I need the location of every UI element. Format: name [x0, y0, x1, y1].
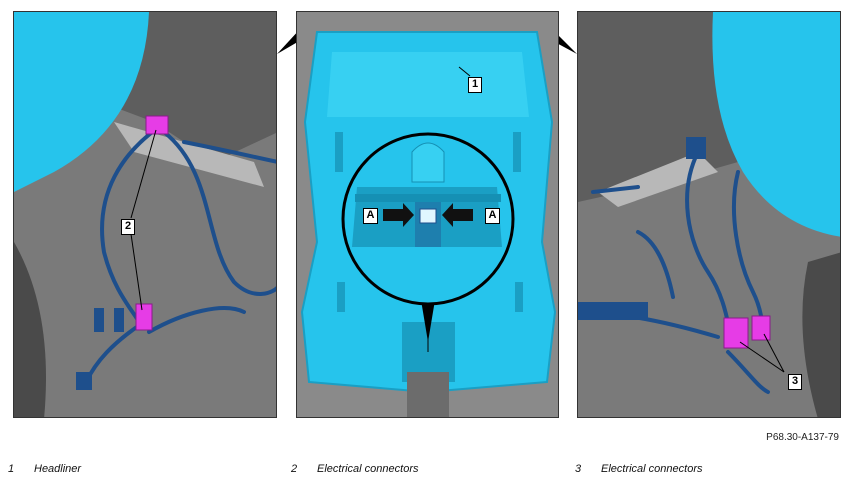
legend-label: Electrical connectors: [601, 463, 703, 475]
headliner-shape: [14, 12, 149, 192]
headliner-shape: [712, 12, 840, 237]
legend-number: 1: [8, 463, 15, 475]
legend-label: Electrical connectors: [317, 463, 419, 475]
connector-3b: [751, 315, 771, 341]
connector-2b: [135, 303, 153, 331]
left-illustration: [14, 12, 276, 417]
legend-label: Headliner: [34, 463, 82, 475]
detail-view-left: 2: [13, 11, 277, 418]
overview-view-center: A A 1: [296, 11, 559, 418]
callout-2: 2: [121, 219, 135, 235]
right-illustration: [578, 12, 840, 417]
connector-2a: [145, 115, 169, 135]
section-marker-A-left: A: [363, 208, 378, 224]
legend-item-3: 3 Electrical connectors: [575, 463, 703, 475]
callout-3: 3: [788, 374, 802, 390]
connector-3a: [723, 317, 749, 349]
detail-view-right: 3: [577, 11, 841, 418]
legend-number: 3: [575, 463, 582, 475]
detail-link-wedge-left: [277, 28, 301, 54]
legend-item-2: 2 Electrical connectors: [291, 463, 419, 475]
legend-item-1: 1 Headliner: [8, 463, 81, 475]
callout-1: 1: [468, 77, 482, 93]
legend-number: 2: [291, 463, 298, 475]
figure-reference-code: P68.30-A137-79: [766, 432, 839, 443]
arrow-left-icon: [442, 203, 473, 227]
center-illustration: [297, 12, 558, 417]
arrow-right-icon: [383, 203, 414, 227]
wiring-harness: [82, 125, 276, 389]
section-marker-A-right: A: [485, 208, 500, 224]
